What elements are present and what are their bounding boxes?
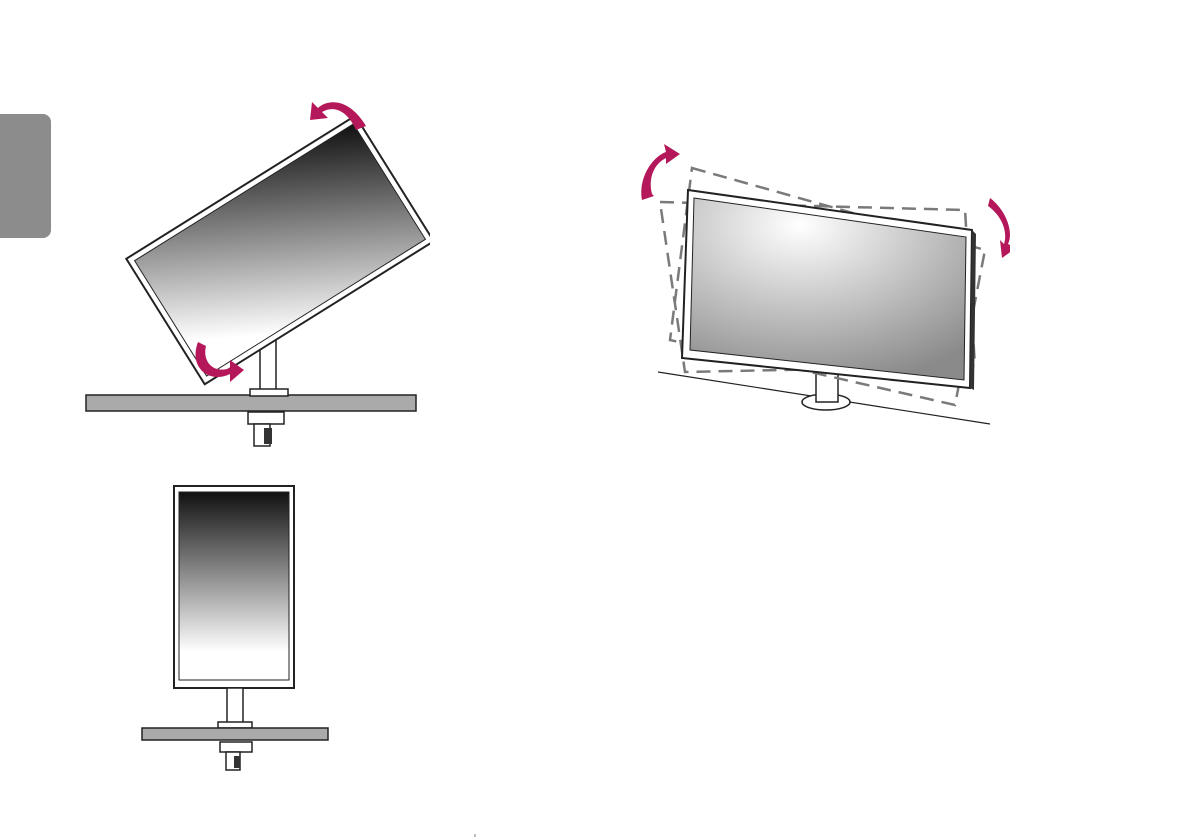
monitor-screen	[179, 492, 289, 680]
monitor-rotating-figure	[80, 90, 430, 460]
page-marker	[474, 834, 476, 837]
rotate-arrow-left-icon	[641, 144, 680, 200]
rotate-arrow-right-icon	[988, 198, 1010, 258]
stand-pole	[227, 688, 243, 724]
monitor-swivel-figure	[630, 140, 1010, 440]
monitor-portrait-figure	[138, 484, 338, 774]
clamp	[220, 742, 252, 752]
desk	[86, 395, 416, 411]
clamp	[248, 412, 284, 424]
section-side-tab	[0, 114, 51, 238]
desk	[142, 728, 328, 740]
